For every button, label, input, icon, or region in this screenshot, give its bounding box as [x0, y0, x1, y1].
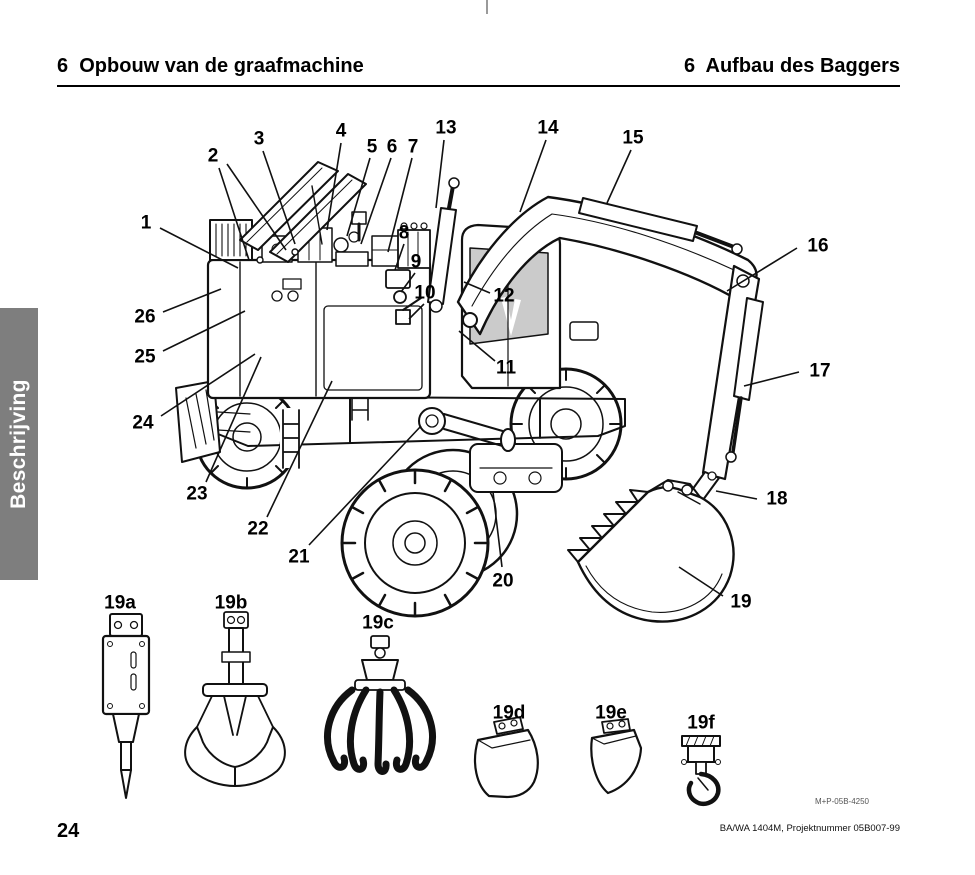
- callout-18: 18: [766, 488, 788, 510]
- callout-15: 15: [622, 127, 644, 149]
- attachment-label-19d: 19d: [492, 702, 526, 724]
- callout-24: 24: [132, 412, 154, 434]
- callout-13: 13: [435, 117, 457, 139]
- attachment-label-19a: 19a: [104, 592, 136, 614]
- figure-code: M+P-05B-4250: [814, 797, 869, 806]
- engine-compartment: [239, 161, 431, 325]
- callout-8: 8: [398, 222, 410, 244]
- callout-10: 10: [414, 282, 436, 304]
- attachment-label-19b: 19b: [214, 592, 248, 614]
- page-number: 24: [57, 820, 80, 842]
- digging-bucket-icon: [590, 718, 643, 795]
- callout-16: 16: [807, 235, 829, 257]
- page-title-dutch: 6 Opbouw van de graafmachine: [57, 55, 364, 77]
- boom-arm: [427, 177, 764, 505]
- callout-26: 26: [134, 306, 156, 328]
- type-plate: [569, 321, 599, 341]
- callout-17: 17: [809, 360, 831, 382]
- callout-11: 11: [495, 357, 517, 379]
- callout-6: 6: [386, 136, 398, 158]
- hydraulic-hammer-icon: [101, 613, 151, 799]
- crop-mark: [486, 0, 488, 14]
- callout-9: 9: [410, 251, 422, 273]
- header-rule: [57, 85, 900, 87]
- callout-7: 7: [407, 136, 419, 158]
- attachment-label-19c: 19c: [362, 612, 394, 634]
- leader-lines: [159, 139, 800, 597]
- attachment-label-19e: 19e: [595, 702, 627, 724]
- callout-1: 1: [140, 212, 152, 234]
- callout-19: 19: [730, 591, 752, 613]
- lifting-hook-icon: [681, 735, 721, 806]
- page-title-german: 6 Aufbau des Baggers: [684, 55, 900, 77]
- callout-20: 20: [492, 570, 514, 592]
- callout-14: 14: [537, 117, 559, 139]
- callout-23: 23: [186, 483, 208, 505]
- callout-2: 2: [207, 145, 219, 167]
- callout-21: 21: [288, 546, 310, 568]
- front-wheel: [340, 468, 490, 618]
- callout-5: 5: [366, 136, 378, 158]
- callout-3: 3: [253, 128, 265, 150]
- callout-22: 22: [247, 518, 269, 540]
- callout-25: 25: [134, 346, 156, 368]
- bucket: [567, 479, 735, 623]
- undercarriage-frame: [175, 380, 626, 493]
- orange-peel-grapple-icon: [324, 635, 436, 775]
- ditch-bucket-icon: [473, 716, 539, 799]
- callout-4: 4: [335, 120, 347, 142]
- callout-12: 12: [493, 285, 515, 307]
- clamshell-grab-icon: [184, 611, 286, 787]
- document-reference: BA/WA 1404M, Projektnummer 05B007-99: [719, 823, 900, 834]
- attachment-label-19f: 19f: [687, 712, 715, 734]
- section-tab: Beschrijving: [0, 308, 38, 580]
